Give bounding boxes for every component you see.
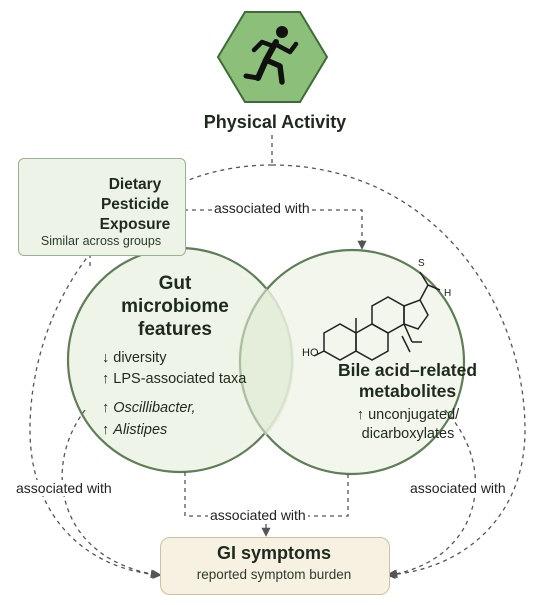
gut-title-line-1: Gut <box>158 273 192 294</box>
structure-label-s: S <box>418 258 425 269</box>
gut-item: ↓ diversity <box>102 348 302 368</box>
gut-title-line-2: microbiome <box>121 296 229 317</box>
arrow-down-icon: ↓ <box>102 350 110 366</box>
edge-label-pesticide-bile: associated with <box>212 200 312 216</box>
circle-overlap <box>238 288 294 436</box>
gi-subtitle: reported symptom burden <box>196 567 352 582</box>
running-person-icon <box>216 11 329 103</box>
gi-title: GI symptoms <box>216 543 332 563</box>
pesticide-title-line-1: Dietary <box>108 176 162 193</box>
bile-item-line-2: dicarboxylates <box>361 426 455 442</box>
gut-item-text: LPS-associated taxa <box>113 371 247 387</box>
gut-item: ↑ LPS-associated taxa <box>102 369 302 389</box>
pesticide-subtitle: Similar across groups <box>40 234 162 248</box>
gi-symptoms-box <box>160 537 390 595</box>
connector-gut-gi <box>61 409 160 579</box>
edge-label-gut-gi: associated with <box>14 480 114 496</box>
physical-activity-label: Physical Activity <box>203 112 347 132</box>
structure-label-ho: HO <box>302 347 319 359</box>
steroid-structure-icon <box>313 271 441 361</box>
bile-items: ↑ unconjugated/ dicarboxylates <box>318 406 498 444</box>
gut-item-text: Oscillibacter, <box>113 400 196 416</box>
arrow-up-icon: ↑ <box>102 371 110 387</box>
pesticide-title-line-2: Pesticide <box>100 196 170 213</box>
gut-title-line-3: features <box>138 319 212 340</box>
gut-item: ↑ Oscillibacter, <box>102 398 302 418</box>
pesticide-box <box>18 158 186 256</box>
arrow-up-icon: ↑ <box>102 400 110 416</box>
pesticide-title: Dietary Pesticide Exposure <box>90 175 180 235</box>
bile-title-line-2: metabolites <box>358 381 457 401</box>
bile-title-line-1: Bile acid–related <box>337 360 478 380</box>
gut-item-text: Alistipes <box>113 422 168 438</box>
pesticide-title-line-3: Exposure <box>99 216 171 233</box>
gut-title: Gut microbiome features <box>70 272 280 341</box>
bile-title: Bile acid–related metabolites <box>300 360 515 402</box>
edge-label-bile-gi: associated with <box>408 480 508 496</box>
gut-item-text: diversity <box>113 350 167 366</box>
arrow-up-icon: ↑ <box>102 422 110 438</box>
structure-label-h: H <box>444 288 451 299</box>
bile-item-line-1: ↑ unconjugated/ <box>356 407 460 423</box>
connector-bile-gi <box>388 409 477 579</box>
gut-item: ↑ Alistipes <box>102 420 302 440</box>
edge-label-center-gi: associated with <box>208 507 308 523</box>
